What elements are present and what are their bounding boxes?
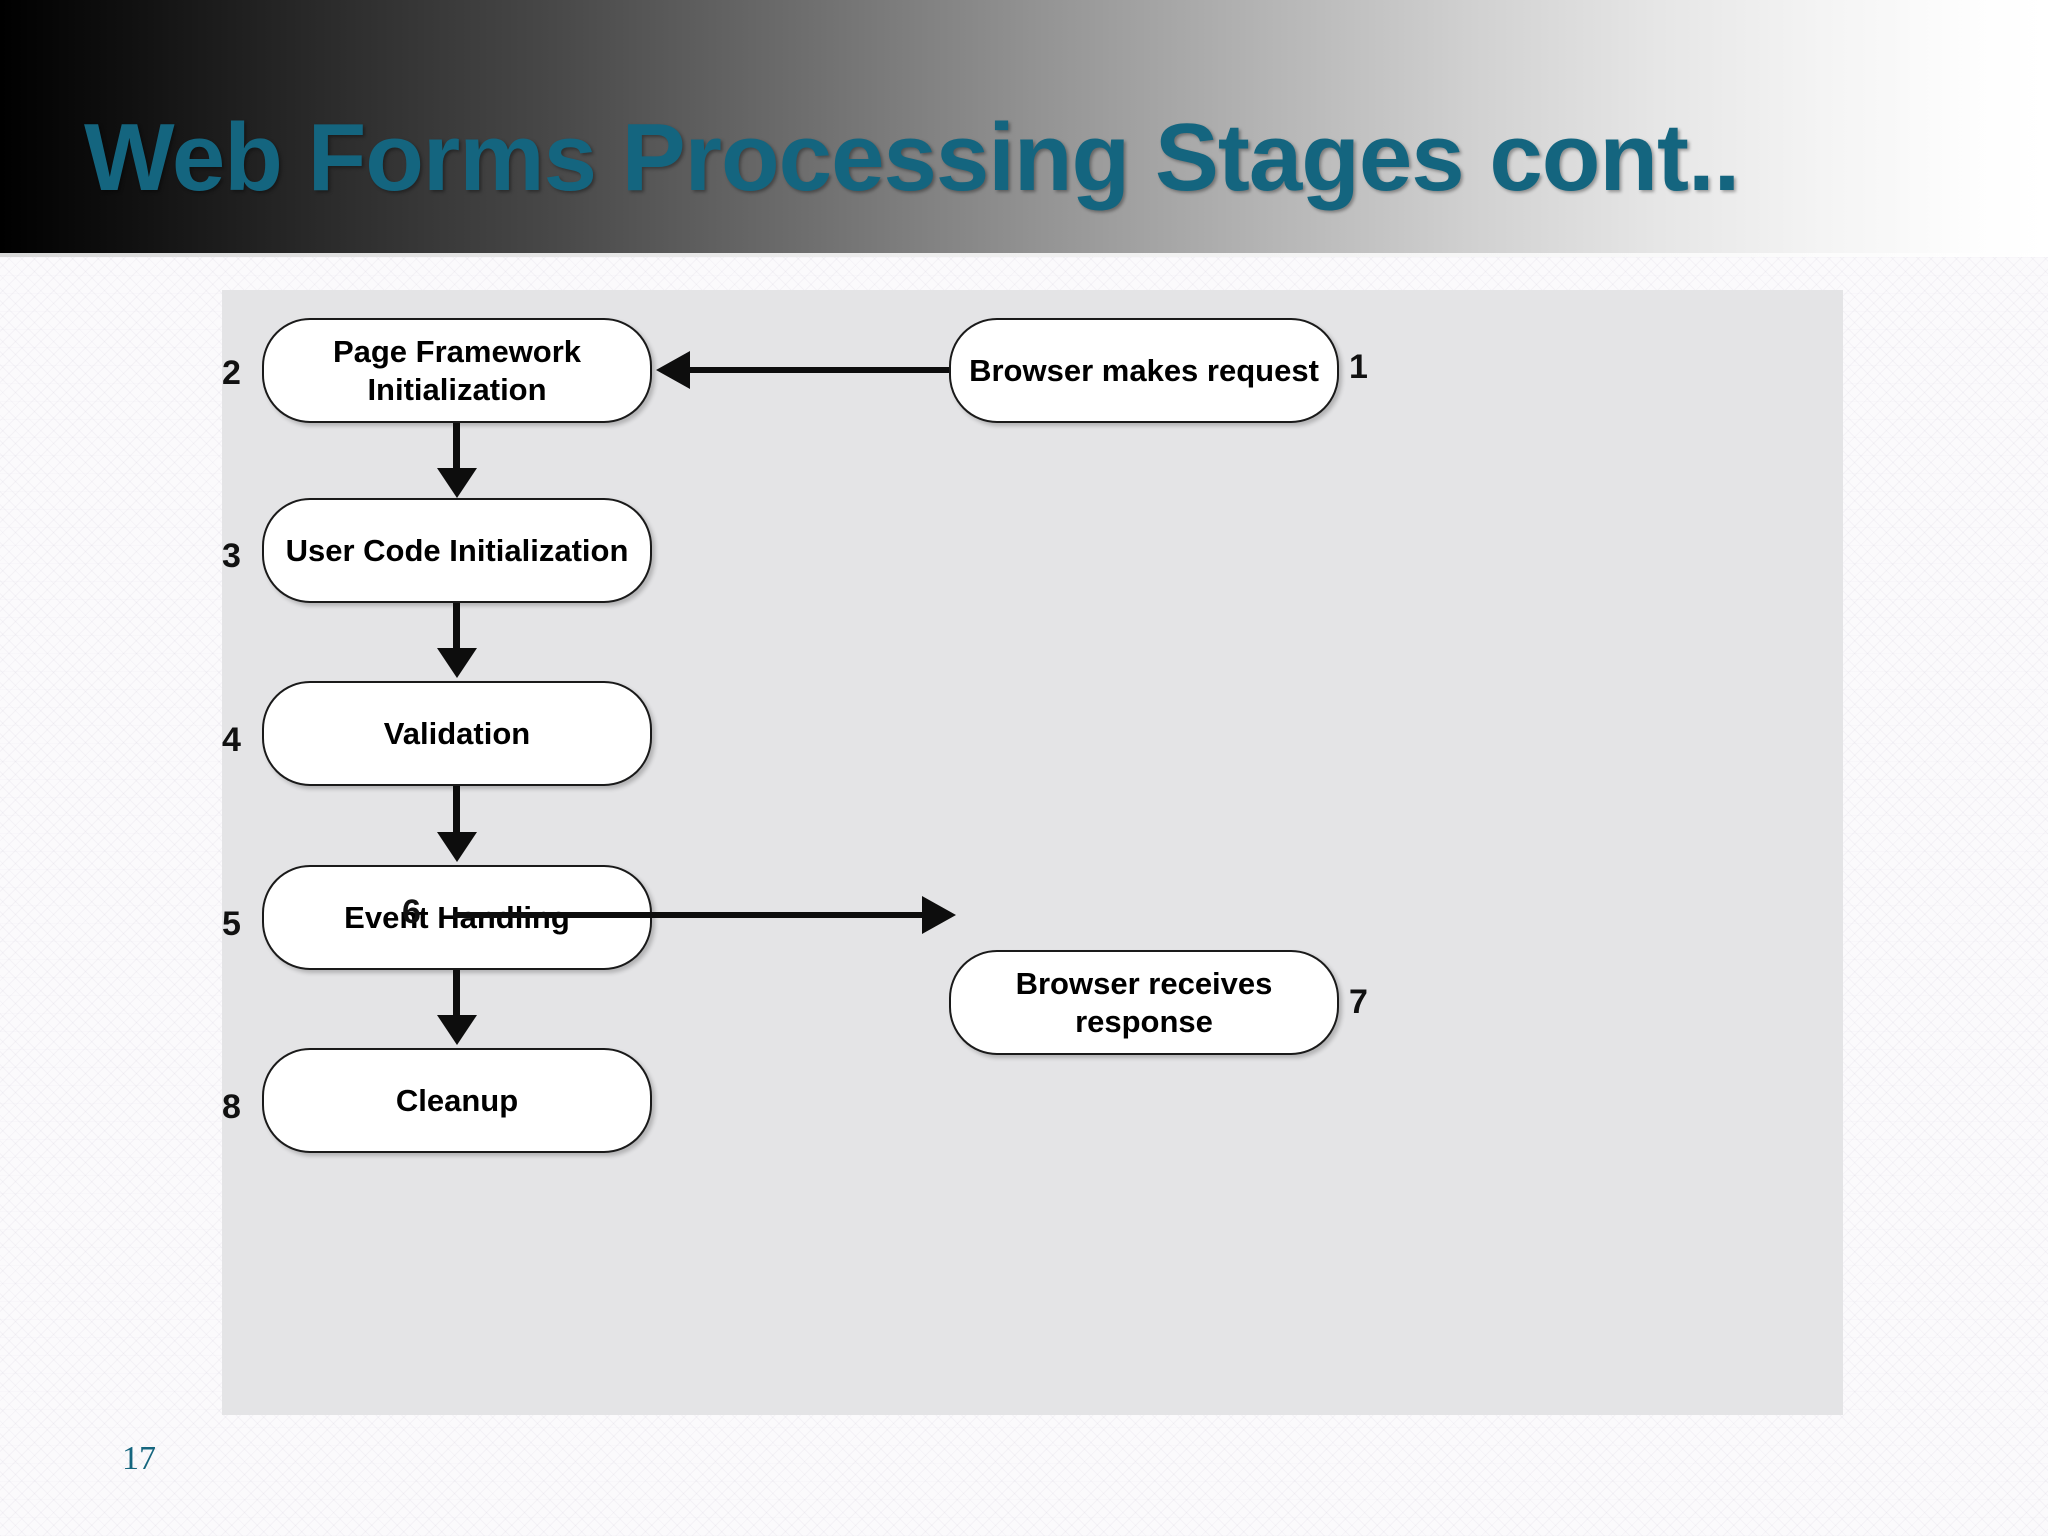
- node-page-framework-initialization[interactable]: Page Framework Initialization: [262, 318, 652, 423]
- node-label: Page Framework Initialization: [332, 333, 582, 407]
- step-number-3: 3: [222, 537, 241, 575]
- edge-validation-to-eventhandling-arrowhead: [437, 832, 477, 862]
- node-label: User Code Initialization: [285, 532, 629, 568]
- node-label: Validation: [383, 715, 531, 751]
- edge-framework-to-usercode-line: [453, 423, 460, 471]
- edge-eventhandling-to-browserresponse-line: [453, 912, 925, 918]
- node-browser-receives-response[interactable]: Browser receives response: [949, 950, 1339, 1055]
- node-cleanup[interactable]: Cleanup: [262, 1048, 652, 1153]
- edge-usercode-to-validation-line: [453, 603, 460, 651]
- page-title: Web Forms Processing Stages cont..: [84, 104, 1740, 211]
- node-label: Browser makes request: [969, 352, 1319, 388]
- edge-browser-request-to-framework-arrowhead: [656, 351, 690, 389]
- edge-eventhandling-to-browserresponse-arrowhead: [922, 896, 956, 934]
- edge-usercode-to-validation-arrowhead: [437, 648, 477, 678]
- edge-browser-request-to-framework-line: [690, 367, 949, 373]
- node-label: Cleanup: [395, 1082, 519, 1118]
- node-browser-makes-request[interactable]: Browser makes request: [949, 318, 1339, 423]
- step-number-8: 8: [222, 1088, 241, 1126]
- node-validation[interactable]: Validation: [262, 681, 652, 786]
- node-label: Browser receives response: [1015, 965, 1273, 1039]
- flowchart-panel: 2 3 4 5 8 1 7 Page Framework Initializat…: [222, 290, 1843, 1415]
- edge-eventhandling-to-cleanup-arrowhead: [437, 1015, 477, 1045]
- step-number-5: 5: [222, 905, 241, 943]
- node-user-code-initialization[interactable]: User Code Initialization: [262, 498, 652, 603]
- edge-validation-to-eventhandling-line: [453, 786, 460, 835]
- step-number-1: 1: [1349, 348, 1368, 386]
- step-number-2: 2: [222, 354, 241, 392]
- step-number-4: 4: [222, 721, 241, 759]
- edge-framework-to-usercode-arrowhead: [437, 468, 477, 498]
- title-banner-underline: [0, 253, 2048, 257]
- title-banner: [0, 0, 2048, 253]
- edge-label-6: 6: [402, 893, 421, 931]
- slide-page-number: 17: [122, 1440, 156, 1477]
- edge-eventhandling-to-cleanup-line: [453, 970, 460, 1018]
- step-number-7: 7: [1349, 983, 1368, 1021]
